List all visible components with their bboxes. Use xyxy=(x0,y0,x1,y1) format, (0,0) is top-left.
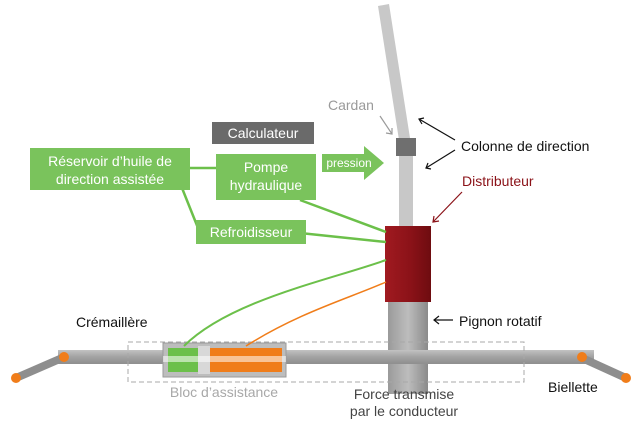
cardan-label: Cardan xyxy=(328,97,374,113)
ball-joint-right-inner xyxy=(577,352,587,362)
rack-bar xyxy=(58,350,594,364)
distributeur-pointer xyxy=(432,191,463,223)
steering-column-upper xyxy=(378,4,410,140)
bloc-label: Bloc d’assistance xyxy=(170,384,278,400)
pignon-pointer-head xyxy=(433,315,440,325)
hydraulic-line-orange xyxy=(245,281,387,347)
colonne-pointer-upper-head xyxy=(418,117,425,125)
ball-joint-left-inner xyxy=(59,352,69,362)
line-pump-distributor xyxy=(299,198,387,234)
pression-arrow xyxy=(322,146,384,180)
assistance-rod xyxy=(163,356,286,362)
colonne-pointer-upper xyxy=(418,118,456,141)
steering-column-lower xyxy=(399,156,413,228)
pinion-shaft xyxy=(388,300,428,394)
rack-assembly-outline xyxy=(127,341,525,383)
calculateur-box xyxy=(212,122,314,144)
distributeur-label: Distributeur xyxy=(462,173,534,189)
colonne-pointer-lower-head xyxy=(425,162,432,170)
ball-joint-right-outer xyxy=(621,373,631,383)
biellette-label: Biellette xyxy=(548,379,598,395)
reservoir-box xyxy=(30,148,190,190)
hydraulic-line-green xyxy=(183,259,387,347)
refroidisseur-box xyxy=(196,220,306,244)
calculateur-label: Calculateur xyxy=(228,125,299,141)
force-label-line2: par le conducteur xyxy=(350,403,459,419)
tie-rod-right xyxy=(578,354,630,382)
cardan-pointer xyxy=(379,115,393,135)
cremaillere-label: Crémaillère xyxy=(76,314,148,330)
colonne-label: Colonne de direction xyxy=(461,138,589,154)
pompe-box xyxy=(216,154,316,200)
distributor-block xyxy=(385,226,431,302)
line-cooler-distributor xyxy=(299,231,387,244)
distributeur-pointer-head xyxy=(432,215,440,223)
reservoir-label-line1: Réservoir d’huile de xyxy=(48,153,172,169)
force-label-line1: Force transmise xyxy=(354,386,455,402)
ball-joint-left-outer xyxy=(11,373,21,383)
cardan-joint xyxy=(396,138,416,156)
pression-label: pression xyxy=(326,156,371,170)
line-reservoir-cooler xyxy=(180,187,200,229)
reservoir-label-line2: direction assistée xyxy=(56,171,164,187)
pompe-label-line1: Pompe xyxy=(244,159,289,175)
pompe-label-line2: hydraulique xyxy=(230,177,303,193)
pignon-label: Pignon rotatif xyxy=(459,313,542,329)
tie-rod-left xyxy=(12,354,66,382)
colonne-pointer-lower xyxy=(425,149,456,169)
cardan-pointer-head xyxy=(385,128,393,135)
refroidisseur-label: Refroidisseur xyxy=(210,224,293,240)
